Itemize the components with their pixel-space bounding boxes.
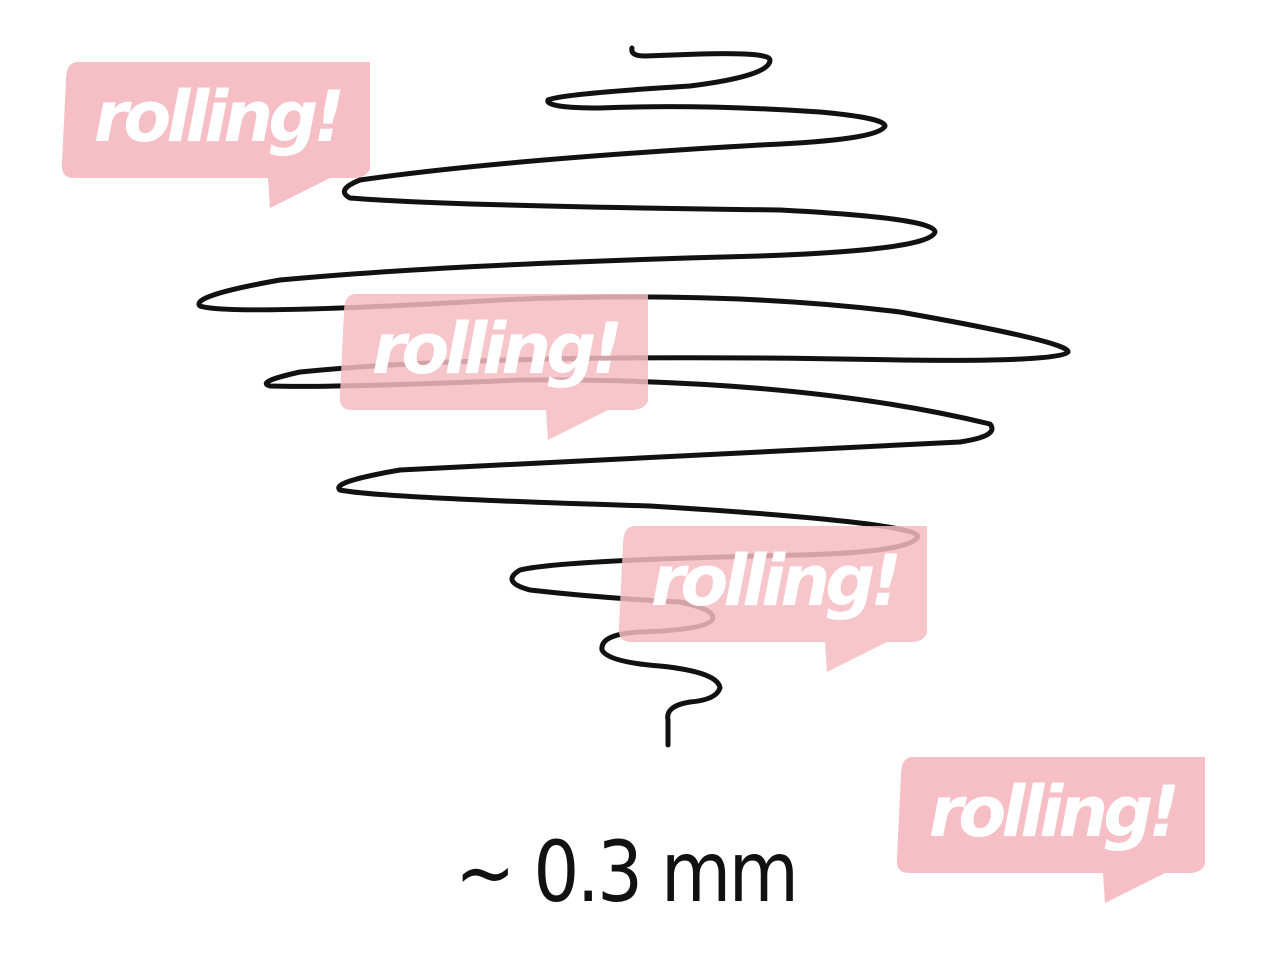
rolling-watermark-text: rolling! [650, 540, 902, 622]
rolling-watermark-text: rolling! [371, 308, 623, 390]
line-width-caption: ~ 0.3 mm [455, 823, 799, 921]
speech-bubble-icon [339, 294, 648, 440]
rolling-watermark-2: rolling! [338, 290, 648, 440]
speech-bubble-icon [896, 757, 1205, 903]
rolling-watermark-3: rolling! [617, 522, 927, 672]
rolling-watermark-text: rolling! [928, 771, 1180, 853]
rolling-watermark-4: rolling! [895, 753, 1205, 903]
rolling-watermark-1: rolling! [60, 58, 370, 208]
speech-bubble-icon [618, 526, 927, 672]
speech-bubble-icon [61, 62, 370, 208]
rolling-watermark-text: rolling! [93, 76, 345, 158]
